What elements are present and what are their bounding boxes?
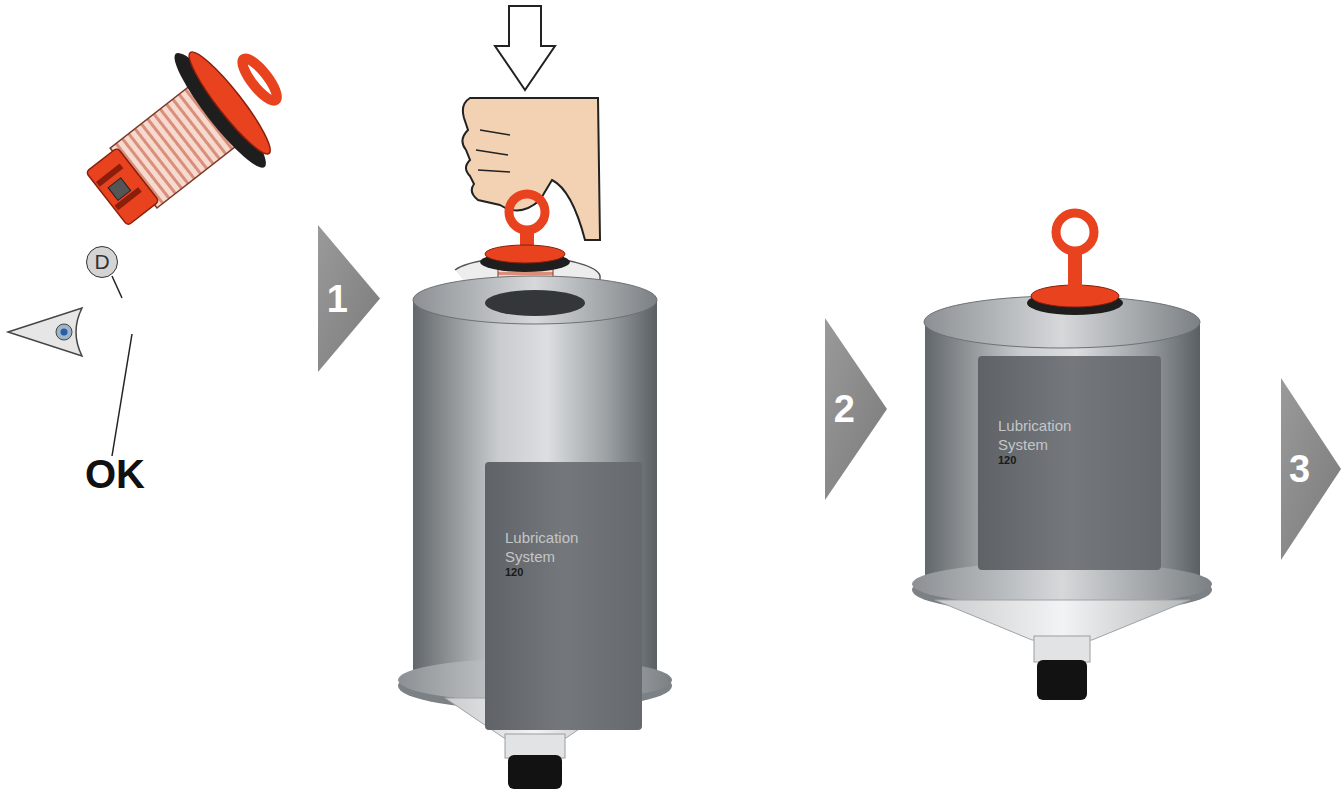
collar (485, 245, 565, 263)
step-number: 1 (318, 279, 356, 319)
eye-bolt (509, 194, 545, 230)
can-cone (935, 600, 1190, 640)
lubricator (912, 213, 1212, 700)
callout-letter: D (87, 247, 117, 276)
step-chevron: 1 (318, 225, 380, 372)
callout-circle: D (86, 246, 118, 278)
step-number: 3 (1281, 449, 1318, 489)
plug-part (62, 18, 310, 256)
finger-lines (476, 130, 510, 172)
can-body (925, 322, 1200, 584)
slotted-tip (86, 148, 159, 226)
product-name: Lubrication System (998, 416, 1088, 454)
nozzle-cap (1037, 660, 1087, 700)
status-text: OK (85, 452, 145, 496)
ring (237, 54, 282, 105)
can-opening (485, 290, 585, 316)
bolt-stem (1068, 252, 1082, 294)
eye-symbol (8, 308, 82, 356)
leader-line (112, 334, 132, 456)
lubricator (398, 276, 672, 789)
step-chevron: 2 (825, 318, 887, 500)
eye-pupil (61, 329, 68, 336)
nozzle-cap (508, 755, 562, 789)
product-label: Lubrication System120 (485, 462, 642, 730)
chevron-fill (825, 318, 887, 500)
eye-iris (56, 324, 72, 340)
push-arrow (495, 6, 555, 90)
eye-bolt (1056, 213, 1094, 251)
step-chevron: 3 (1281, 378, 1341, 560)
product-name: Lubrication System (505, 528, 595, 566)
indicator-window (108, 178, 130, 200)
nozzle (505, 734, 565, 758)
nozzle (1034, 636, 1090, 662)
chevron-fill (318, 225, 380, 372)
product-label: Lubrication System120 (978, 356, 1161, 570)
step-number: 2 (825, 389, 863, 429)
collar (181, 45, 279, 161)
product-size: 120 (998, 454, 1161, 467)
leader-line (112, 276, 122, 298)
can-top (413, 276, 657, 324)
hand (462, 98, 600, 240)
product-size: 120 (505, 566, 642, 579)
chevron-fill (1281, 378, 1341, 560)
